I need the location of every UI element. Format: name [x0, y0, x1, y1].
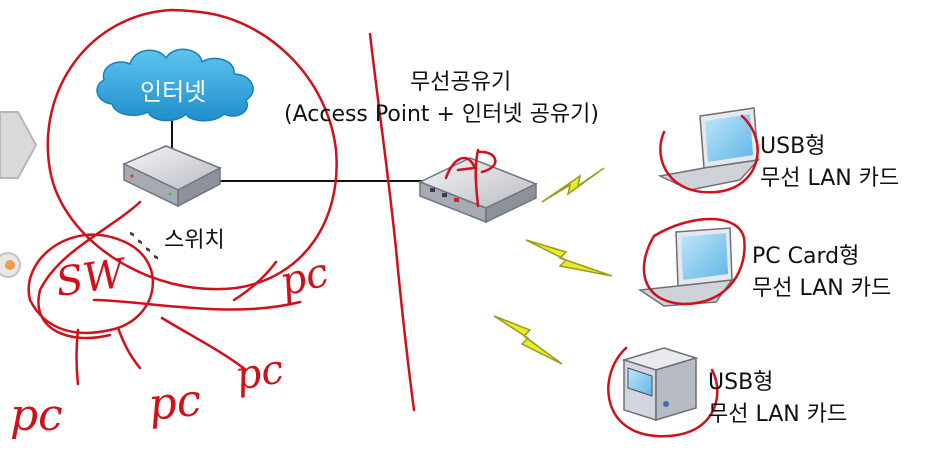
pc-branch-stroke [75, 328, 80, 386]
device-label-line2: 무선 LAN 카드 [708, 402, 848, 427]
pc-branch-stroke [232, 260, 278, 302]
device-label-line1: USB형 [760, 134, 826, 159]
switch-branch-stroke [37, 200, 142, 340]
edge-widget-icon [0, 111, 38, 278]
desktop-circle-stroke [607, 346, 719, 438]
annotation-pc: pc [232, 346, 287, 400]
internet-cloud-icon [96, 48, 254, 122]
pc-branch-stroke [92, 298, 302, 311]
device-label-line2: 무선 LAN 카드 [760, 166, 900, 191]
desktop-pc-icon [621, 347, 699, 422]
device-label-line1: PC Card형 [752, 244, 860, 269]
laptop-usb-icon [657, 107, 760, 191]
network-links [171, 118, 424, 182]
sw-circle-stroke [27, 233, 155, 335]
device-label-line2: 무선 LAN 카드 [752, 276, 892, 301]
ap-subtitle: (Access Point + 인터넷 공유기) [284, 102, 599, 127]
pc-branch-stroke [116, 326, 142, 370]
pc-branch-stroke [160, 316, 248, 372]
wireless-bolt-icon [493, 315, 563, 365]
handwritten-annotations [27, 8, 759, 438]
switch-device-icon [122, 145, 222, 260]
ap-title: 무선공유기 [410, 70, 512, 95]
switch-label: 스위치 [164, 228, 225, 253]
wireless-bolt-icon [525, 239, 613, 277]
laptop2-circle-stroke [642, 217, 746, 306]
annotation-pc: pc [10, 390, 63, 441]
hand-drawn-divider [368, 32, 416, 412]
wireless-signal-icons [493, 167, 613, 365]
ap-annotation-stroke [444, 148, 497, 208]
annotation-pc: pc [275, 249, 333, 305]
laptop1-circle-stroke [659, 114, 759, 194]
device-label-line1: USB형 [708, 370, 774, 395]
internet-circle-stroke [46, 8, 338, 291]
internet-label: 인터넷 [140, 78, 207, 106]
wireless-bolt-icon [541, 167, 605, 203]
annotation-sw: SW [53, 250, 130, 305]
annotation-pc: pc [146, 375, 204, 431]
